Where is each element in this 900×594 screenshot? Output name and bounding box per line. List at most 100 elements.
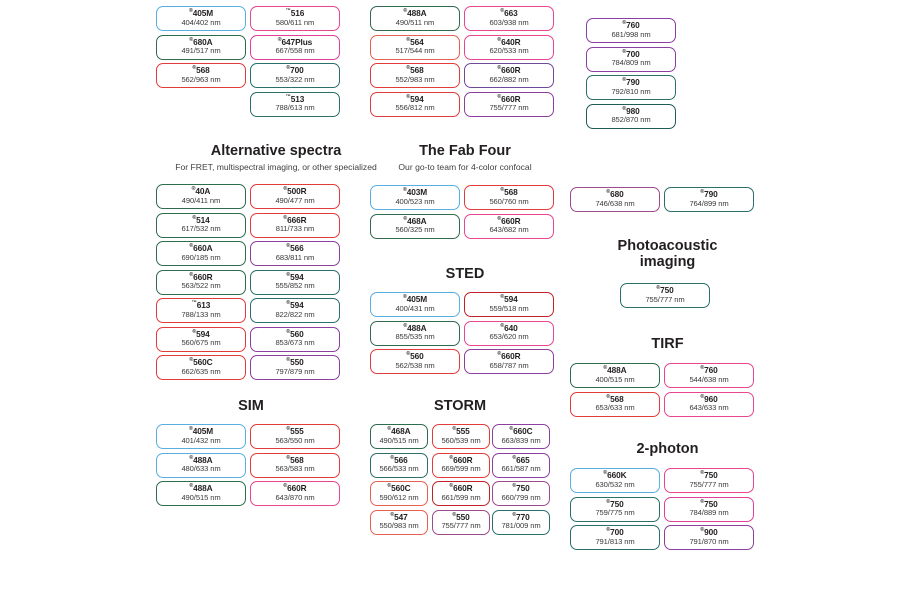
dye-spectra: 491/517 nm bbox=[181, 46, 221, 56]
trademark-symbol: ® bbox=[452, 426, 457, 433]
dye-name: ®560C bbox=[189, 358, 212, 367]
trademark-symbol: ® bbox=[189, 454, 194, 461]
trademark-symbol: ® bbox=[606, 393, 611, 400]
dye-name: ™613 bbox=[192, 301, 211, 310]
trademark-symbol: ® bbox=[188, 8, 193, 15]
dye-code: 550 bbox=[456, 511, 470, 522]
dye-name: ®660R bbox=[189, 272, 212, 282]
dye-spectra: 404/402 nm bbox=[181, 17, 221, 27]
dye-spectra: 480/633 nm bbox=[181, 464, 221, 474]
trademark-symbol: ® bbox=[512, 454, 517, 461]
dye-spectra: 400/431 nm bbox=[395, 303, 435, 313]
trademark-symbol: ® bbox=[500, 322, 505, 329]
dye-name: ®594 bbox=[406, 94, 423, 104]
trademark-symbol: ® bbox=[497, 351, 502, 358]
trademark-symbol: ® bbox=[656, 285, 661, 292]
dye-code: 566 bbox=[290, 243, 304, 254]
dye-spectra: 544/638 nm bbox=[689, 374, 729, 384]
dye-spectra: 781/009 nm bbox=[501, 521, 541, 531]
dye-code: 660R bbox=[501, 65, 521, 76]
dye-spectra: 764/899 nm bbox=[689, 198, 729, 208]
dye-name: ®560 bbox=[406, 352, 423, 361]
dye-code: 594 bbox=[504, 294, 518, 305]
trademark-symbol: ® bbox=[286, 328, 291, 335]
dye-name: ®568 bbox=[500, 188, 517, 197]
